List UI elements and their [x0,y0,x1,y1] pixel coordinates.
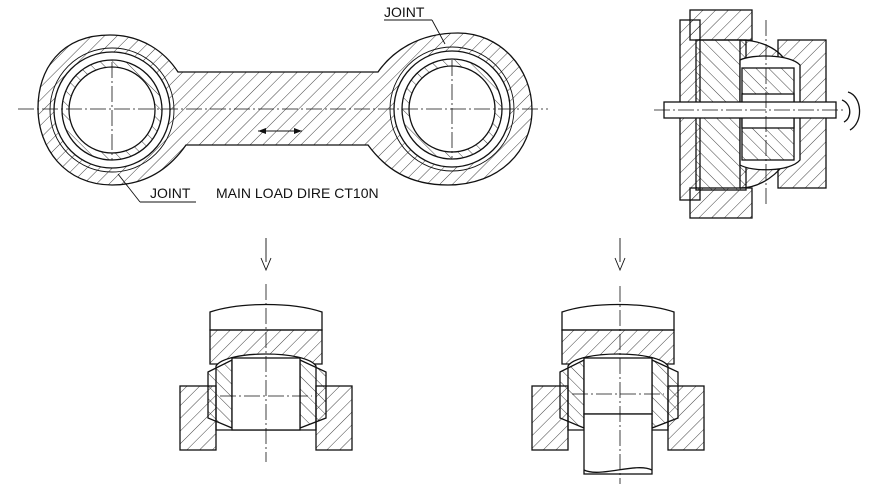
load-direction-label: MAIN LOAD DIRE CT10N [216,185,379,201]
connecting-rod [18,19,548,203]
joint-label-bottom: JOINT [150,185,191,201]
section-view [654,9,861,219]
detail-right [531,286,705,484]
detail-left [179,284,353,462]
arrow-right [614,238,626,272]
arrow-left [260,238,272,272]
joint-label-top: JOINT [384,4,425,20]
